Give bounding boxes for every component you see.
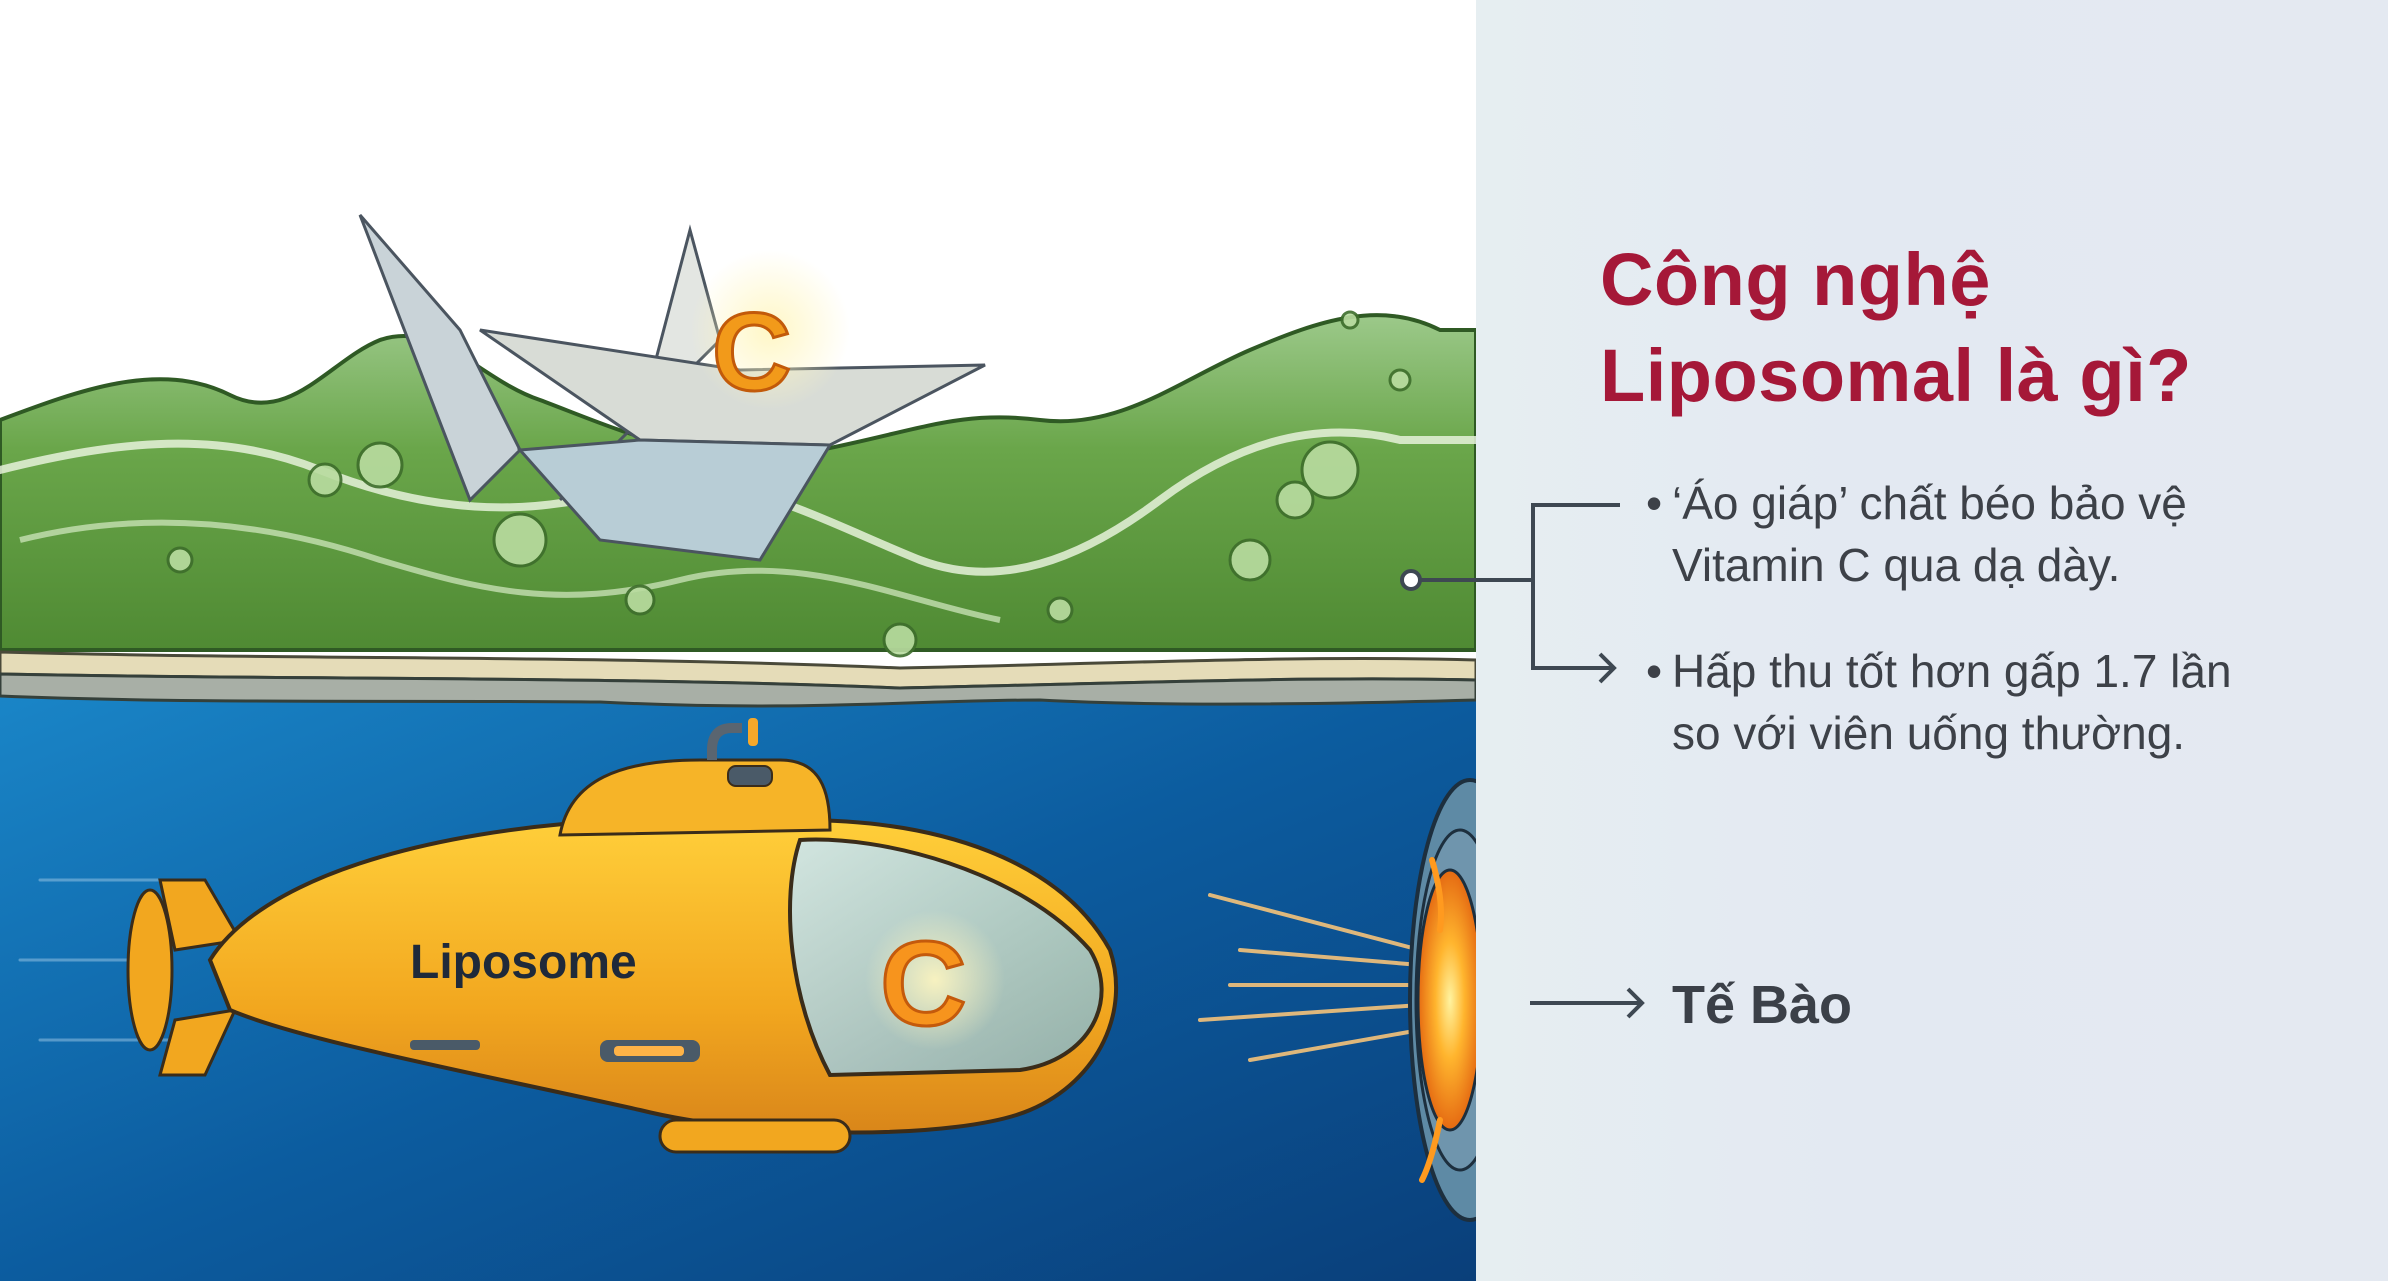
bullet-item-armor: • ‘Áo giáp’ chất béo bảo vệ Vitamin C qu…	[1646, 472, 2346, 596]
ocean-scene-graphic: C	[0, 214, 1476, 1281]
illustration-scene: C	[0, 214, 1476, 1281]
cell-label: Tế Bào	[1672, 975, 1853, 1035]
info-panel	[1476, 0, 2388, 1281]
cell-portal-icon	[1408, 778, 1476, 1222]
title-line-2: Liposomal là gì?	[1600, 334, 2192, 417]
submarine-label: Liposome	[410, 936, 637, 989]
page-title: Công nghệ Liposomal là gì?	[1600, 232, 2340, 424]
submarine-icon: C	[126, 718, 1119, 1154]
bullet-line-2: so với viên uống thường.	[1672, 707, 2186, 759]
bullet-line-1: Hấp thu tốt hơn gấp 1.7 lần	[1672, 645, 2232, 697]
bullet-dot-icon: •	[1646, 477, 1663, 529]
submarine-vitamin-c-icon: C	[880, 917, 967, 1051]
bullet-dot-icon: •	[1646, 645, 1663, 697]
title-line-1: Công nghệ	[1600, 238, 1991, 321]
bullet-line-1: ‘Áo giáp’ chất béo bảo vệ	[1672, 477, 2187, 529]
bullet-line-2: Vitamin C qua dạ dày.	[1672, 539, 2121, 591]
bullet-item-absorption: • Hấp thu tốt hơn gấp 1.7 lần so với viê…	[1646, 640, 2346, 764]
boat-vitamin-c-icon: C	[712, 291, 791, 414]
